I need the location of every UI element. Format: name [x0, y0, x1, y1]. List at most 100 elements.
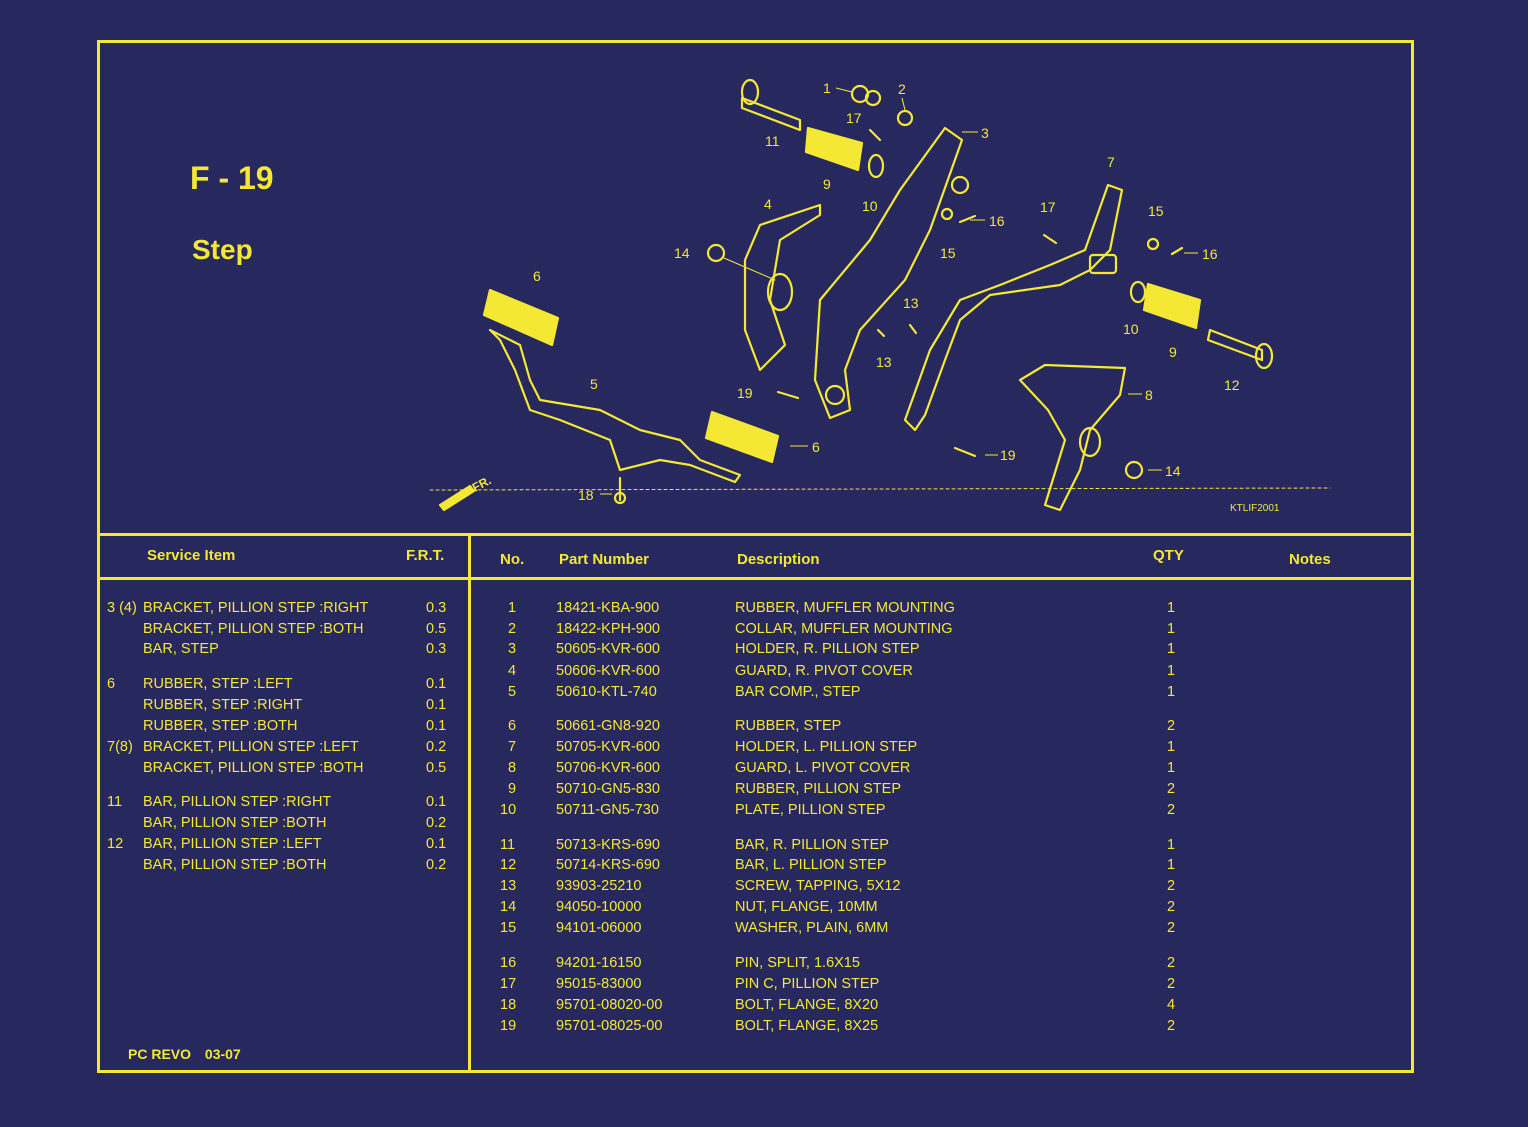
footer: PC REVO 03-07	[128, 1046, 251, 1062]
part-row-description: WASHER, PLAIN, 6MM	[735, 920, 889, 936]
part-9-rubber-left	[1142, 282, 1202, 330]
part-row-number-code: 50605-KVR-600	[556, 641, 660, 657]
part-row-qty: 1	[1167, 837, 1176, 853]
page-title: Step	[192, 234, 253, 265]
part-row-description: HOLDER, R. PILLION STEP	[735, 641, 920, 657]
callout-6-lower: 6	[812, 439, 820, 455]
part-row-qty: 1	[1167, 600, 1176, 616]
part-3-holder	[813, 126, 964, 420]
service-item-description: RUBBER, STEP :RIGHT	[143, 697, 303, 713]
part-row-description: PIN, SPLIT, 1.6X15	[735, 955, 860, 971]
callout-16: 16	[989, 213, 1005, 229]
part-row-number-code: 50705-KVR-600	[556, 739, 660, 755]
part-row-description: GUARD, L. PIVOT COVER	[735, 760, 911, 776]
part-10-plate-left	[1129, 280, 1147, 304]
part-7-holder	[903, 183, 1124, 432]
part-13-screw	[876, 328, 886, 338]
part-9-rubber	[804, 126, 864, 172]
part-16-pin	[958, 214, 977, 224]
part-2-collar	[896, 109, 914, 127]
part-row-number: 14	[500, 899, 517, 915]
part-row-qty: 2	[1167, 718, 1176, 734]
callout-13-lower: 13	[876, 354, 892, 370]
part-row-number: 11	[500, 837, 516, 853]
callout-1: 1	[823, 80, 831, 96]
part-row-qty: 1	[1167, 684, 1176, 700]
service-item-description: BRACKET, PILLION STEP :BOTH	[143, 621, 364, 637]
part-row-number: 7	[508, 739, 517, 755]
footer-date: 03-07	[204, 1046, 241, 1062]
callout-17-left: 17	[1040, 199, 1056, 215]
part-row-number: 9	[508, 781, 517, 797]
part-row-number-code: 50713-KRS-690	[556, 837, 660, 853]
callout-8: 8	[1145, 387, 1153, 403]
service-item-frt: 0.2	[426, 815, 447, 831]
callout-19-left: 19	[1000, 447, 1016, 463]
service-item-frt: 0.1	[426, 794, 447, 810]
part-4-guard	[743, 203, 822, 372]
callout-5: 5	[590, 376, 598, 392]
part-row-number-code: 50661-GN8-920	[556, 718, 660, 734]
service-item-number: 3 (4)	[107, 600, 137, 616]
part-row-number: 3	[508, 641, 517, 657]
part-row-number: 16	[500, 955, 517, 971]
callout-10-left: 10	[1123, 321, 1139, 337]
part-row-number: 10	[500, 802, 517, 818]
part-number-header: Part Number	[559, 551, 650, 568]
part-14-nut-left	[1124, 460, 1144, 480]
service-item-number: 7(8)	[107, 739, 133, 755]
part-row-number: 6	[508, 718, 517, 734]
part-6-rubber-lower	[704, 410, 780, 464]
service-item-frt: 0.1	[426, 697, 447, 713]
callout-16-left: 16	[1202, 246, 1218, 262]
part-row-description: BOLT, FLANGE, 8X25	[735, 1018, 879, 1034]
service-item-frt: 0.2	[426, 739, 447, 755]
callout-19: 19	[737, 385, 753, 401]
service-item-description: BAR, STEP	[143, 641, 219, 657]
table-divider	[468, 533, 471, 1073]
part-14-nut	[706, 243, 726, 263]
part-row-number: 19	[500, 1018, 517, 1034]
part-row-description: RUBBER, MUFFLER MOUNTING	[735, 600, 955, 616]
part-row-description: PLATE, PILLION STEP	[735, 802, 886, 818]
part-19-bolt	[776, 390, 800, 400]
figure-ref: KTLIF2001	[1230, 503, 1280, 514]
service-item-frt: 0.3	[426, 641, 447, 657]
part-row-number-code: 50714-KRS-690	[556, 857, 660, 873]
part-row-number-code: 95701-08025-00	[556, 1018, 663, 1034]
callout-2: 2	[898, 81, 906, 97]
footer-model: PC REVO	[128, 1046, 192, 1062]
no-header: No.	[500, 551, 525, 568]
service-item-description: RUBBER, STEP :LEFT	[143, 676, 293, 692]
part-row-number: 13	[500, 878, 517, 894]
callout-12: 12	[1224, 377, 1240, 393]
part-row-description: BOLT, FLANGE, 8X20	[735, 997, 879, 1013]
part-row-qty: 2	[1167, 878, 1176, 894]
frt-header: F.R.T.	[406, 547, 445, 564]
part-row-number-code: 94201-16150	[556, 955, 642, 971]
part-row-number: 15	[500, 920, 517, 936]
service-item-description: BAR, PILLION STEP :LEFT	[143, 836, 322, 852]
callout-9-left: 9	[1169, 344, 1177, 360]
part-row-number: 4	[508, 663, 517, 679]
service-item-description: BRACKET, PILLION STEP :BOTH	[143, 760, 364, 776]
part-row-description: NUT, FLANGE, 10MM	[735, 899, 878, 915]
page-frame	[97, 40, 1414, 1073]
part-row-qty: 1	[1167, 663, 1176, 679]
part-row-description: BAR, R. PILLION STEP	[735, 837, 889, 853]
callout-10: 10	[862, 198, 878, 214]
callout-15-left: 15	[1148, 203, 1164, 219]
service-item-description: RUBBER, STEP :BOTH	[143, 718, 298, 734]
part-row-number-code: 93903-25210	[556, 878, 642, 894]
part-row-number-code: 95701-08020-00	[556, 997, 663, 1013]
part-row-qty: 1	[1167, 857, 1176, 873]
service-item-description: BRACKET, PILLION STEP :LEFT	[143, 739, 359, 755]
part-row-qty: 1	[1167, 641, 1176, 657]
service-item-frt: 0.1	[426, 676, 447, 692]
callout-11: 11	[765, 133, 780, 149]
part-row-qty: 2	[1167, 955, 1176, 971]
callout-6: 6	[533, 268, 541, 284]
part-row-number-code: 94101-06000	[556, 920, 642, 936]
part-row-number: 2	[508, 621, 517, 637]
callout-14-left: 14	[1165, 463, 1181, 479]
